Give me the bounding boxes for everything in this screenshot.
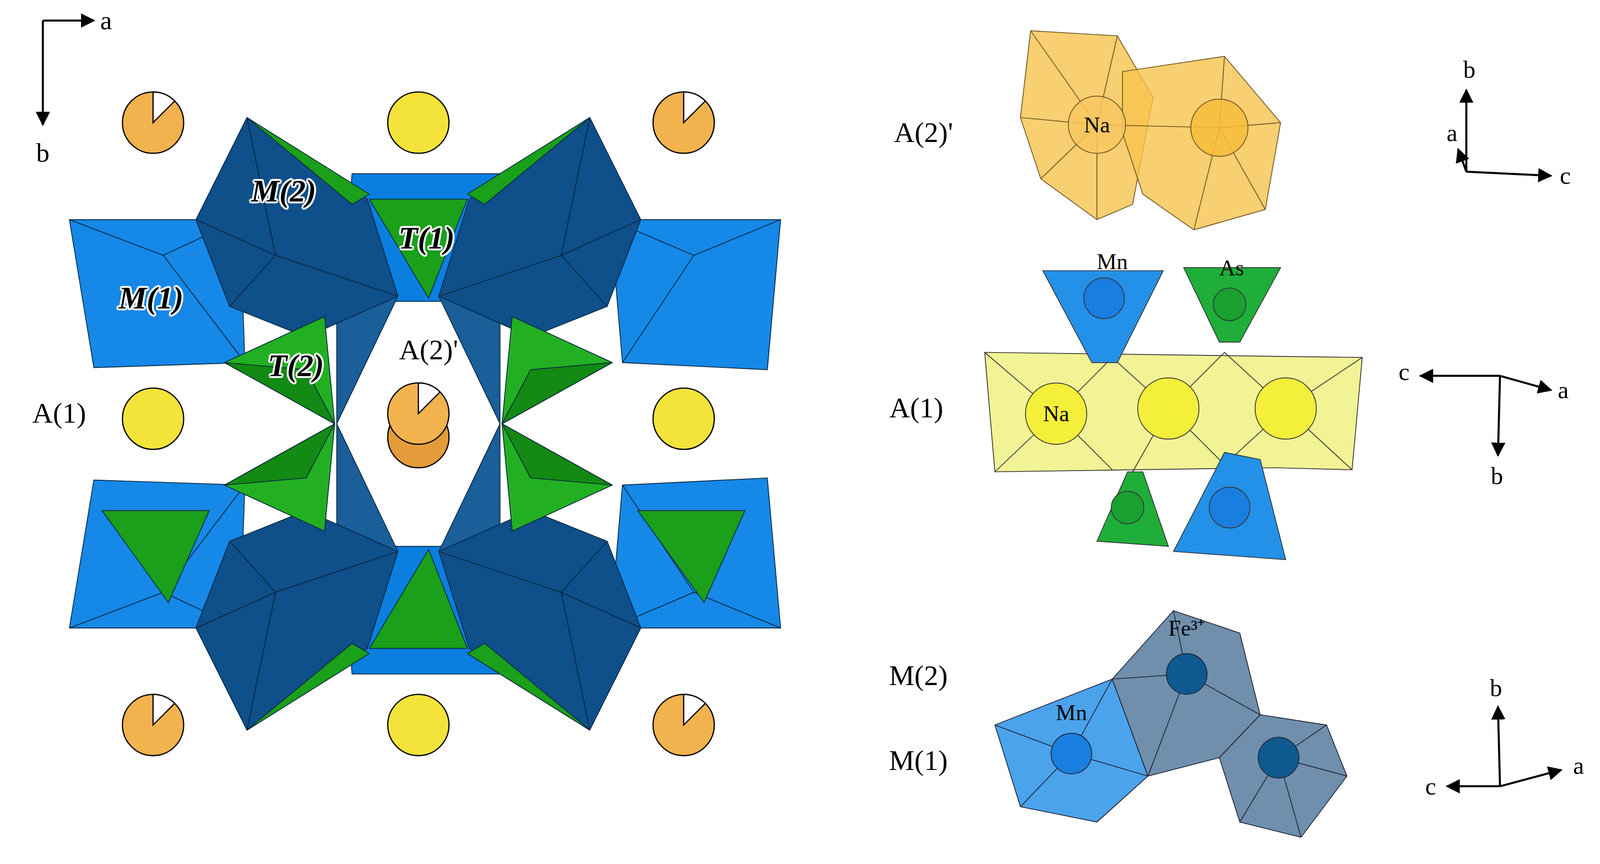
axis-label: a [100,7,113,34]
site-label: A(1) [889,393,944,423]
axis-label: b [1489,675,1503,701]
atom-label: As [1219,256,1245,279]
axis-label: c [1559,163,1571,188]
site-label: A(1) [32,398,87,428]
site-label: M(1) [118,281,184,314]
atom-label: Na [1042,402,1070,425]
atom-label: Fe³⁺ [1168,616,1206,639]
site-label: M(1) [888,746,948,775]
site-label: M(2) [251,175,317,207]
site-label: A(2)' [398,335,458,365]
axis-label: a [1557,377,1569,402]
axis-label: b [1490,463,1504,488]
site-label: T(2) [268,349,325,382]
site-label: M(2) [888,661,948,690]
axis-label: c [1424,773,1437,798]
atom-label: Na [1084,113,1111,136]
axis-label: b [36,140,50,167]
axis-label: b [1463,57,1476,82]
site-label: A(2)' [893,118,953,148]
atom-label: Mn [1055,700,1087,724]
axis-label: a [1573,753,1585,778]
axis-label: a [1446,120,1458,145]
atom-label: Mn [1096,249,1128,273]
axis-label: c [1398,359,1410,384]
site-label: T(1) [398,221,455,254]
